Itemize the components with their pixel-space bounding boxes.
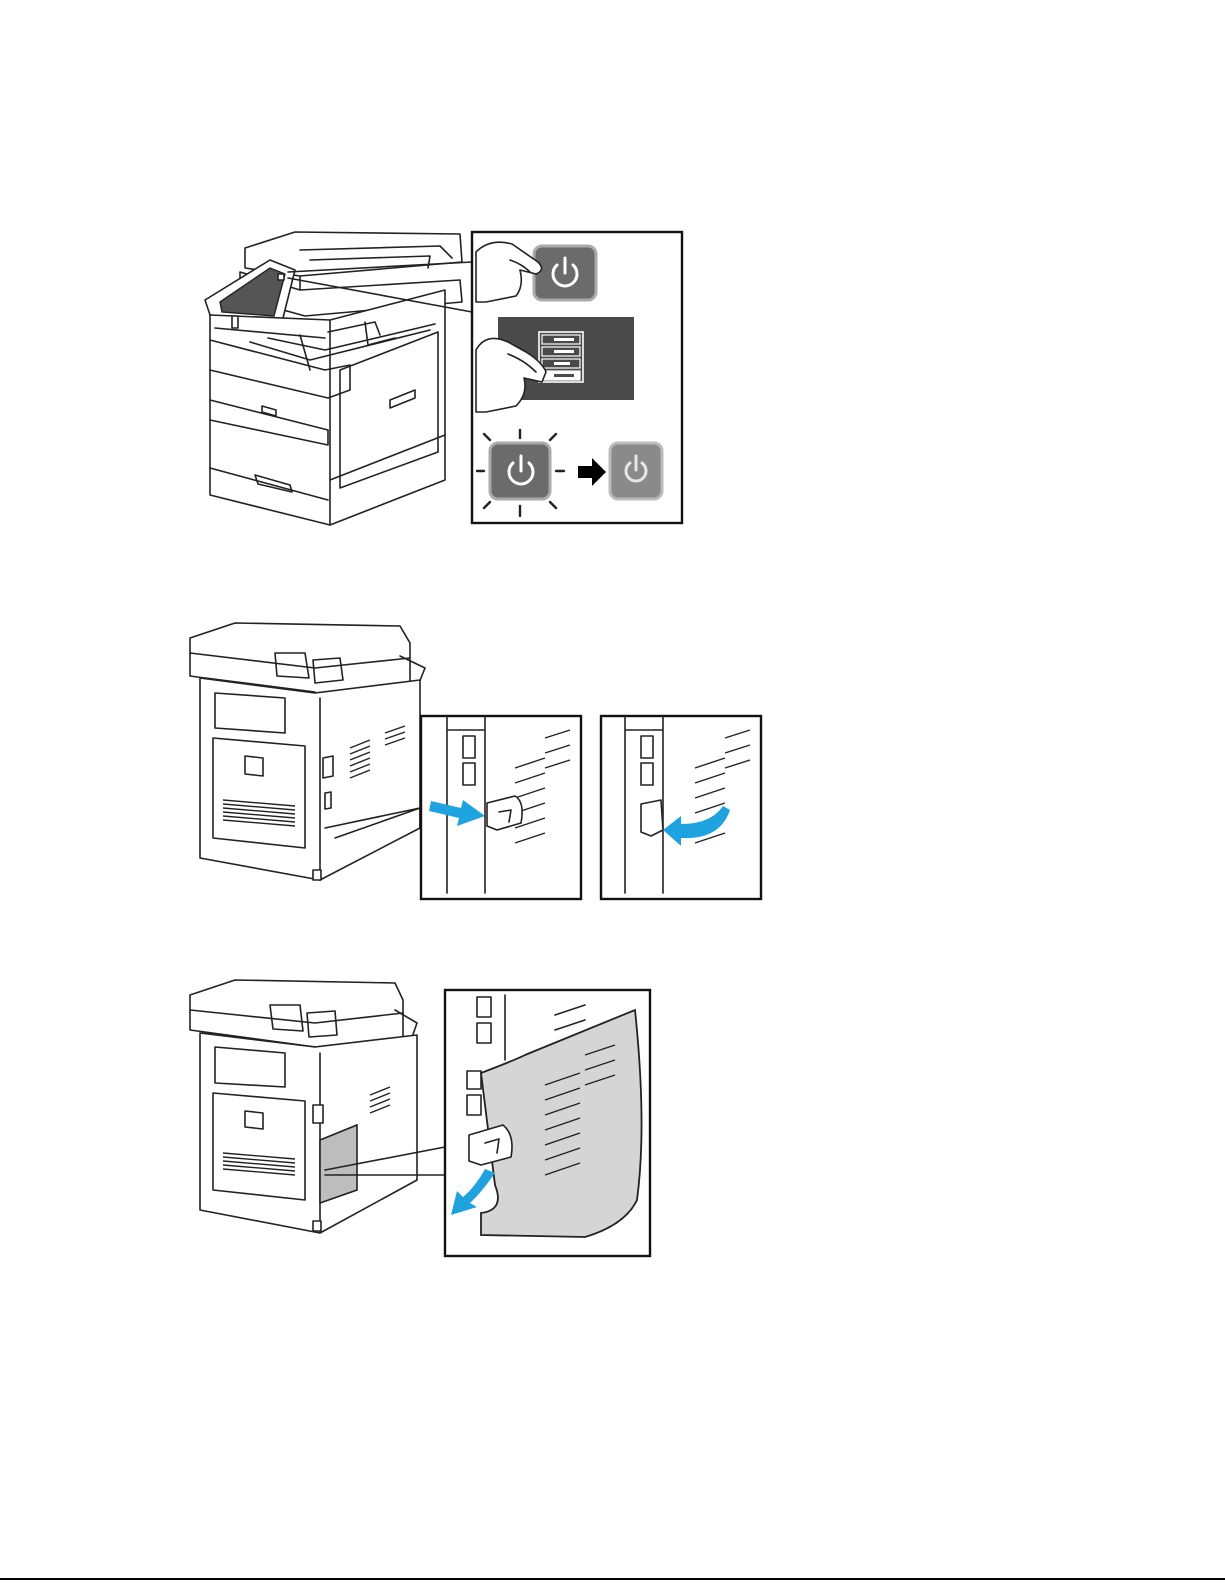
latch-icon bbox=[487, 796, 522, 830]
figure-rear-latch bbox=[185, 618, 770, 908]
power-menu-step bbox=[476, 317, 634, 412]
figure-cover-remove bbox=[185, 975, 660, 1265]
printer-rear-icon bbox=[190, 980, 445, 1233]
latch-icon bbox=[641, 800, 663, 836]
page-footer-rule bbox=[0, 1578, 1225, 1580]
figure-power-off bbox=[190, 220, 690, 535]
power-button-press bbox=[476, 242, 596, 302]
printer-rear-icon bbox=[190, 623, 425, 880]
printer-front-icon bbox=[205, 232, 472, 525]
